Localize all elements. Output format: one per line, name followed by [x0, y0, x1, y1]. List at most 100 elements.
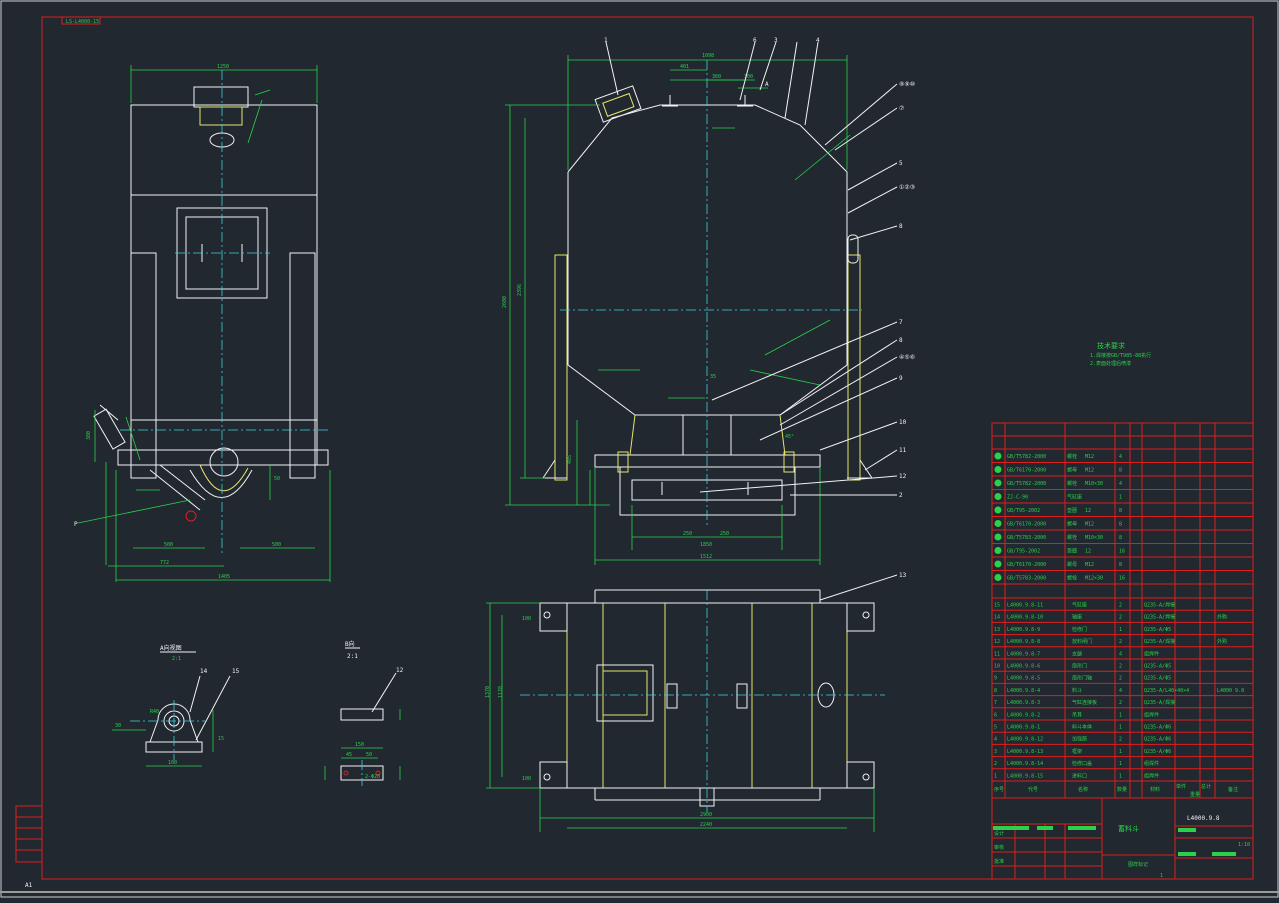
- cell-code: GB/T6170-2000: [1007, 468, 1046, 474]
- hdr-no: 序号: [994, 786, 1004, 793]
- cell-code: GB/T95-2002: [1007, 549, 1040, 555]
- check-label: 审核: [994, 844, 1004, 851]
- balloon-1: 1: [604, 37, 608, 44]
- cell-name: 扇形门: [1072, 663, 1087, 670]
- technical-notes: 技术要求 1.焊接按GB/T985-88执行 2.表面处理后喷漆: [1090, 341, 1151, 367]
- left-margin-zones: [15, 805, 43, 863]
- dim-50: 50: [274, 476, 280, 482]
- balloon-5: 5: [899, 160, 903, 167]
- row-marker-icon: [994, 493, 1002, 500]
- cell-code: L4000.9.8-5: [1007, 676, 1040, 682]
- cell-spec: 12: [1085, 549, 1091, 555]
- cell-code: GB/T5782-2000: [1007, 481, 1046, 487]
- cell-material: Q235-A/Φ5: [1144, 664, 1171, 670]
- cell-no: 10: [994, 664, 1000, 670]
- cell-spec: M12: [1085, 454, 1094, 460]
- cell-qty: 1: [1119, 761, 1122, 767]
- cell-name: 进料口: [1072, 772, 1087, 779]
- row-marker-icon: [994, 547, 1002, 554]
- dim-width-1250: 1250: [217, 64, 229, 70]
- cell-name: 螺栓: [1067, 534, 1077, 541]
- cell-name: 螺母: [1067, 561, 1077, 568]
- cell-code: L4000.9.8-1: [1007, 725, 1040, 731]
- dim-500-right: 500: [272, 542, 281, 548]
- table-header: 序号 代号 名称 数量 材料 单件 总计 重量 备注: [994, 783, 1238, 798]
- cell-material: Q235-A/焊接: [1144, 638, 1175, 645]
- dim-2900: 2900: [700, 812, 712, 818]
- cell-name: 加强筋: [1072, 736, 1087, 743]
- cell-spec: M10×30: [1085, 481, 1103, 487]
- hdr-single: 单件: [1176, 783, 1186, 790]
- cell-code: L4000.9.8-12: [1007, 737, 1043, 743]
- row-marker-icon: [994, 506, 1002, 514]
- cell-code: GB/T6170-2000: [1007, 522, 1046, 528]
- cell-qty: 2: [1119, 615, 1122, 621]
- cell-code: ZJ-C-90: [1007, 495, 1028, 501]
- cell-qty: 4: [1119, 481, 1122, 487]
- cell-material: Q235-A/焊接: [1144, 602, 1175, 609]
- balloon-8-upper: 8: [899, 223, 903, 230]
- cell-note: 外购: [1217, 614, 1227, 621]
- dim-250-left: 250: [683, 531, 692, 537]
- cell-name: 螺母: [1067, 521, 1077, 528]
- dim-50-b: 50: [366, 752, 372, 758]
- cell-no: 2: [994, 761, 997, 767]
- cell-no: 4: [994, 737, 997, 743]
- dim-380: 380: [86, 431, 92, 440]
- cell-qty: 2: [1119, 737, 1122, 743]
- cell-code: L4000.9.8-2: [1007, 712, 1040, 718]
- cell-no: 14: [994, 615, 1000, 621]
- detail-a-scale: 2:1: [172, 656, 181, 662]
- dim-r40: R40: [150, 709, 159, 715]
- cell-code: GB/T5783-2000: [1007, 535, 1046, 541]
- dim-100-top: 100: [522, 616, 531, 622]
- cell-name: 气缸座: [1067, 494, 1082, 501]
- row-marker-icon: [994, 452, 1002, 460]
- dim-1178: 1178: [498, 686, 504, 698]
- detail-mark-p: P: [74, 521, 78, 528]
- row-marker-icon: [994, 479, 1002, 487]
- hdr-qty: 数量: [1117, 786, 1127, 793]
- detail-a: A向视图 2:1 100 R40 14 15 30 15: [112, 644, 240, 767]
- cell-code: L4000.9.8-3: [1007, 700, 1040, 706]
- side-view: 1098 401 360 300 2600 2396 485 250 250 1…: [502, 53, 873, 565]
- cell-code: GB/T5782-2000: [1007, 454, 1046, 460]
- cell-code: L4000.9.8-14: [1007, 761, 1043, 767]
- cell-qty: 8: [1119, 468, 1122, 474]
- notes-line-2: 2.表面处理后喷漆: [1090, 360, 1131, 367]
- cell-qty: 1: [1119, 495, 1122, 501]
- cell-no: 3: [994, 749, 997, 755]
- title-block: 蓄料斗 L4000.9.8 1:10 1 图样标记 设计 审核 批准: [991, 797, 1254, 880]
- balloon-2: 2: [899, 492, 903, 499]
- cell-no: 12: [994, 639, 1000, 645]
- dim-2-holes: 2-Φ20: [365, 774, 380, 780]
- sheet-size-label: A1: [25, 882, 33, 889]
- cell-material: Q235-A/L40×40×4: [1144, 688, 1189, 694]
- cell-code: L4000.9.8-6: [1007, 664, 1040, 670]
- cell-code: L4000.9.8-9: [1007, 627, 1040, 633]
- cell-qty: 4: [1119, 454, 1122, 460]
- balloon-1-2-3: ①②③: [899, 184, 915, 191]
- cell-note: L4000 9.8: [1217, 688, 1244, 694]
- hdr-name: 名称: [1078, 786, 1088, 793]
- balloons: 1 6 3 4 ⑧⑨⑩ ⑦ 5 ①②③ 8 7 8 ④⑤⑥ 9 10 11 12…: [604, 37, 915, 579]
- drawing-title: 蓄料斗: [1118, 824, 1139, 833]
- cell-spec: M12: [1085, 468, 1094, 474]
- cell-code: L4000.9.8-11: [1007, 603, 1043, 609]
- dim-2240: 2240: [700, 822, 712, 828]
- cell-no: 11: [994, 651, 1000, 657]
- dim-30: 30: [115, 723, 121, 729]
- cell-name: 放料闸门: [1072, 638, 1092, 645]
- cell-qty: 1: [1119, 749, 1122, 755]
- balloon-4-5-6: ④⑤⑥: [899, 354, 915, 361]
- dim-500-left: 500: [164, 542, 173, 548]
- stamp-top-left: LS-L4000-15: [61, 16, 101, 25]
